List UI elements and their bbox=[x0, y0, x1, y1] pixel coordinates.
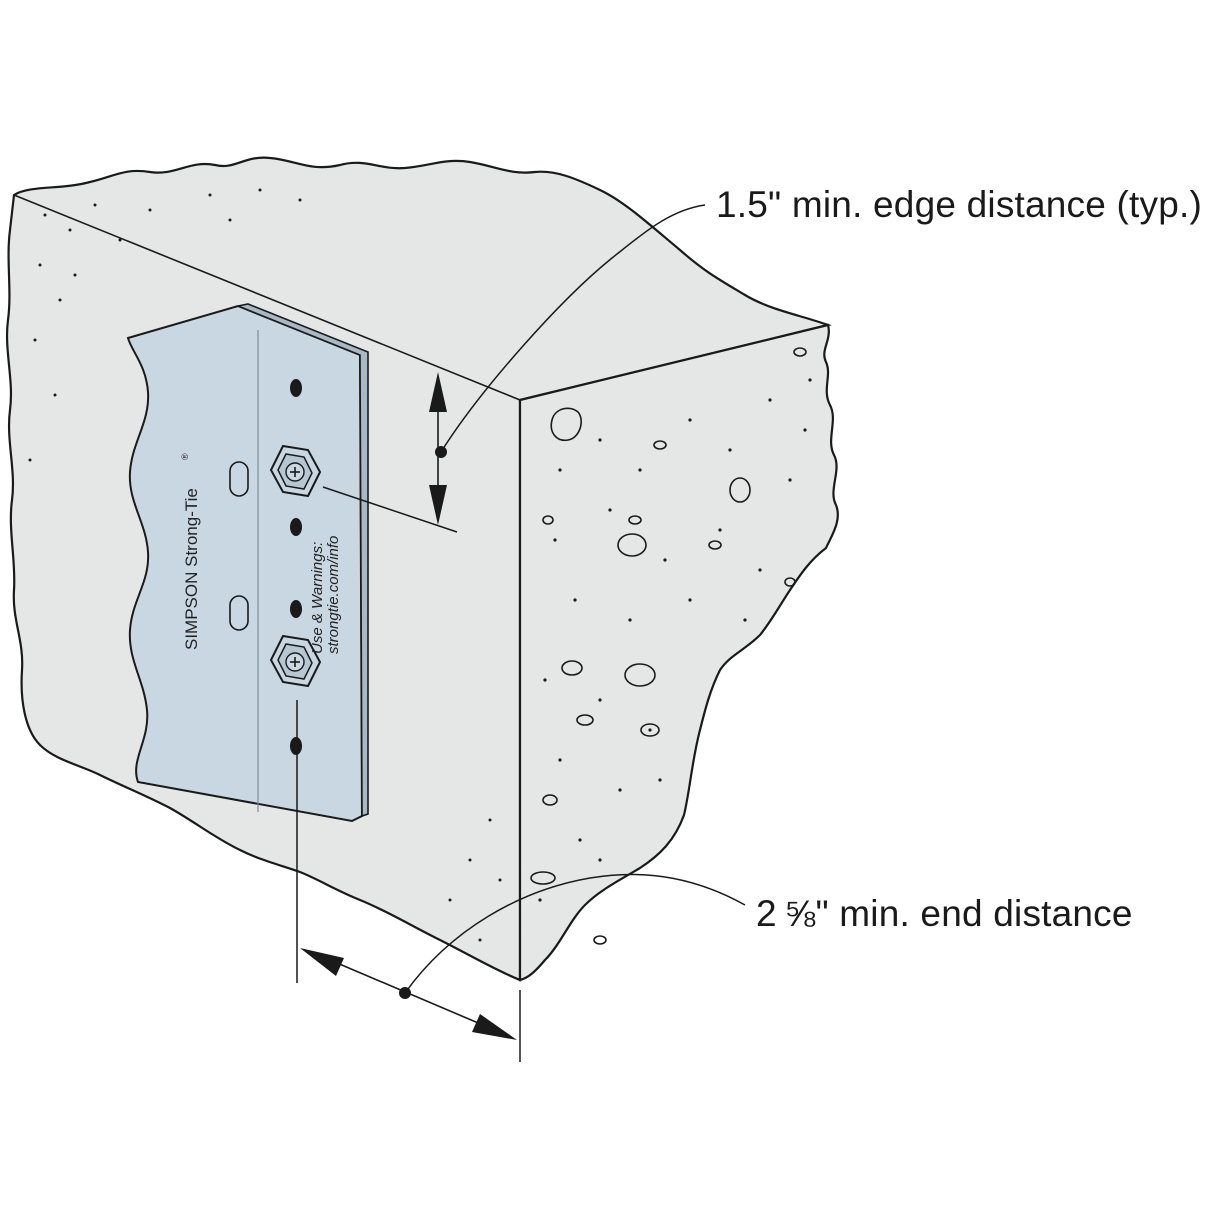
bracket-registered-mark: ® bbox=[180, 453, 190, 460]
edge-distance-label: 1.5" min. edge distance (typ.) bbox=[716, 184, 1202, 225]
concrete-stipple bbox=[28, 188, 812, 942]
bracket-brand-text: SIMPSON Strong-Tie bbox=[182, 488, 201, 650]
bracket-hole bbox=[290, 737, 302, 755]
bracket-face bbox=[126, 304, 364, 823]
bracket-info-line2: strongtie.com/info bbox=[325, 536, 342, 654]
hex-bolt bbox=[269, 444, 322, 498]
edge-distance-dimension bbox=[322, 204, 706, 533]
bracket-hole bbox=[290, 600, 302, 618]
end-distance-label: 2 ⅝" min. end distance bbox=[756, 893, 1133, 934]
bracket-slot bbox=[229, 461, 249, 497]
bracket-info-line1: Use & Warnings: bbox=[309, 542, 326, 654]
end-distance-leader bbox=[404, 873, 746, 994]
edge-distance-leader bbox=[440, 204, 706, 453]
bracket-hole bbox=[290, 379, 302, 397]
bracket-slot bbox=[229, 595, 249, 631]
concrete-aggregate bbox=[530, 347, 807, 945]
concrete-top-edge bbox=[13, 194, 521, 401]
angle-bracket: SIMPSON Strong-Tie ® Use & Warnings: str… bbox=[126, 303, 369, 823]
concrete-side-face bbox=[518, 323, 839, 982]
bracket-hole bbox=[290, 518, 302, 536]
hex-bolt bbox=[269, 634, 322, 688]
end-distance-dimension bbox=[296, 700, 746, 1062]
